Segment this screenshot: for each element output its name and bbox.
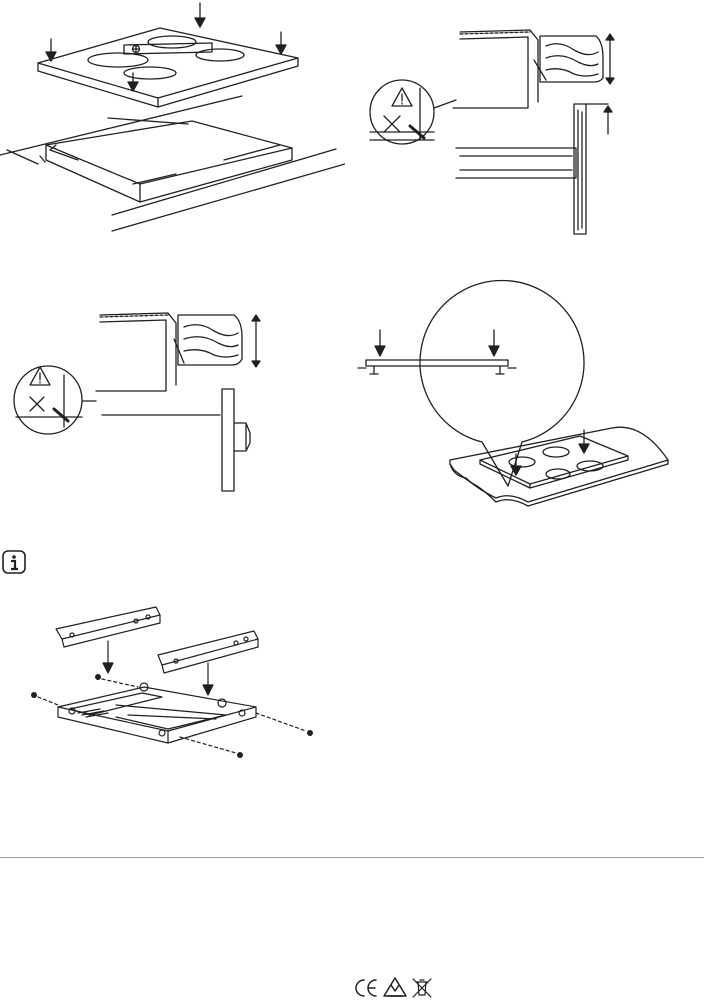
hob-on-worktop — [450, 427, 668, 506]
protection-box — [58, 683, 256, 743]
wood-worktop — [174, 315, 242, 365]
hob-top — [38, 28, 298, 107]
zoom-circle — [358, 280, 584, 486]
info-icon — [1, 549, 27, 575]
magnifier — [370, 80, 456, 144]
cabinet-panel — [456, 104, 608, 234]
certification-marks — [352, 976, 448, 1000]
worktop-clearance-figure — [360, 22, 620, 240]
hob-press-in-figure — [350, 270, 680, 520]
crossed-bin-icon — [413, 979, 431, 997]
wood-worktop — [534, 36, 603, 82]
drawer-front — [102, 389, 250, 491]
ce-mark-icon — [356, 980, 376, 996]
dimension-arrow — [252, 315, 260, 367]
drawer-clearance-figure — [8, 305, 273, 500]
hob-edge — [96, 313, 176, 391]
screw — [31, 674, 313, 758]
worktop-cutout — [0, 96, 345, 231]
hob-edge — [453, 30, 538, 108]
cross-icon — [384, 116, 424, 138]
press-arrow — [103, 641, 213, 695]
mounting-rail — [56, 607, 258, 673]
magnifier — [14, 366, 96, 434]
protection-box-figure — [20, 595, 325, 775]
vde-mark-icon — [384, 978, 406, 996]
divider — [0, 857, 704, 858]
dimension-arrow — [604, 34, 614, 134]
warning-triangle-icon — [392, 88, 412, 106]
hob-cutout-figure — [0, 0, 345, 240]
